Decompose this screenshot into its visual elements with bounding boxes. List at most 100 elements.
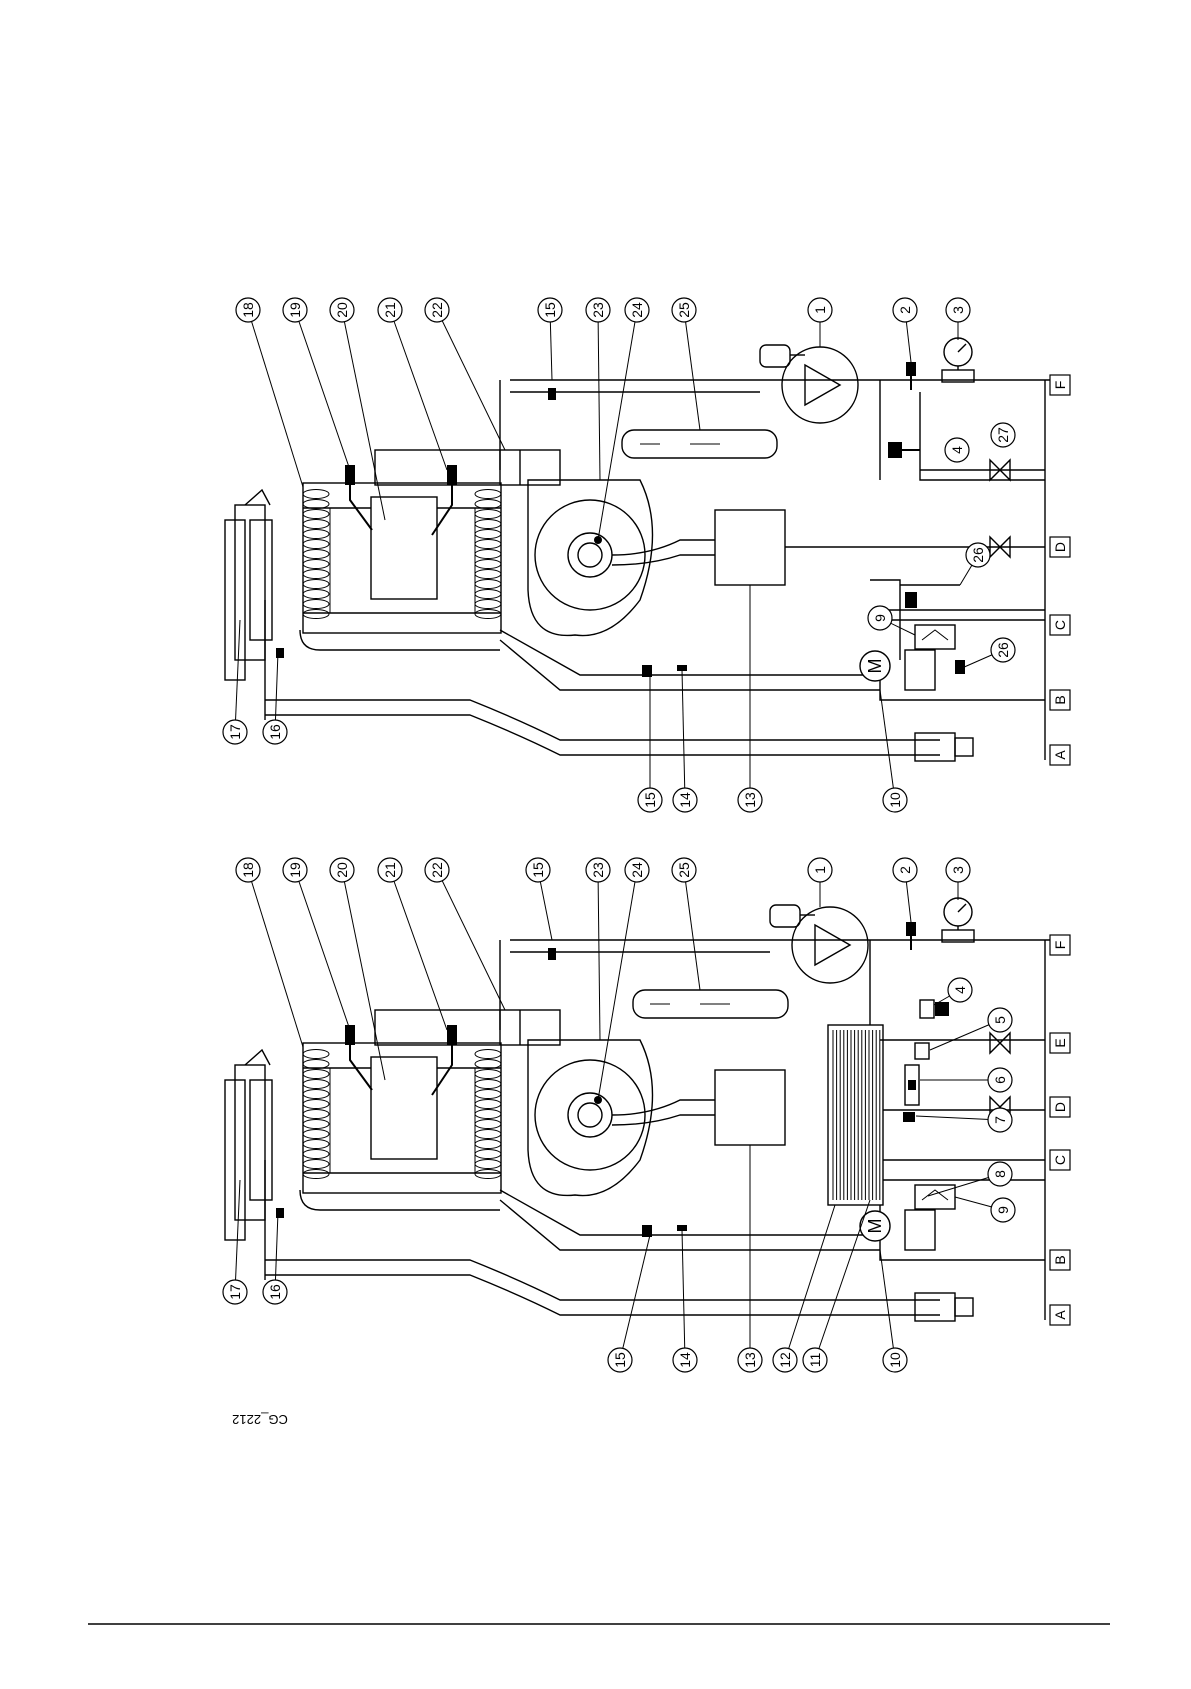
callout-number: 2: [897, 306, 913, 314]
callout-number: 10: [887, 792, 903, 808]
coil-turn: [302, 1059, 330, 1069]
coil-turn: [474, 589, 502, 599]
callout-circle: [377, 857, 403, 883]
callout-leader: [389, 869, 448, 1031]
callout-number: 15: [642, 792, 658, 808]
callout-number: 23: [590, 862, 606, 878]
callout-number: 24: [629, 302, 645, 318]
callout-number: 4: [949, 446, 965, 454]
coil-turn: [474, 579, 502, 589]
callout-circle: [222, 719, 248, 745]
callout-circle: [947, 977, 973, 1003]
callout-circle: [624, 297, 650, 323]
connection-letter: F: [1052, 381, 1068, 390]
callout-number: 19: [287, 302, 303, 318]
connection-letter: F: [1052, 941, 1068, 950]
callout-circle: [377, 297, 403, 323]
callout-number: 3: [950, 306, 966, 314]
motor-label: M: [865, 1219, 885, 1234]
shutoff-valves: [989, 458, 1011, 559]
connection-box: [1049, 689, 1071, 711]
callout-number: 21: [382, 302, 398, 318]
coil-turn: [474, 529, 502, 539]
callout-number: 12: [777, 1352, 793, 1368]
coil-turn: [302, 1139, 330, 1149]
pump: [769, 904, 869, 984]
callout-circle: [262, 719, 288, 745]
coil-turn: [302, 579, 330, 589]
coil-turn: [474, 519, 502, 529]
callout-circle: [585, 297, 611, 323]
callout-circle: [737, 787, 763, 813]
callout-number: 22: [429, 302, 445, 318]
coil-turn: [302, 1169, 330, 1179]
callout-number: 26: [970, 547, 986, 563]
callout-circle: [990, 637, 1016, 663]
callout-leader: [597, 869, 638, 1101]
callout-number: 19: [287, 862, 303, 878]
coil-turn: [474, 499, 502, 509]
connection-box: [1049, 1096, 1071, 1118]
connection-box: [1049, 744, 1071, 766]
coil-bank: [302, 1049, 330, 1179]
callout-number: 25: [676, 302, 692, 318]
callout-number: 20: [334, 302, 350, 318]
coil-turn: [474, 609, 502, 619]
safety-valve: [888, 442, 920, 458]
callout-leader: [436, 309, 506, 451]
callout-circle: [987, 1007, 1013, 1033]
coil-turn: [302, 609, 330, 619]
coil-turn: [474, 1169, 502, 1179]
callout-circle: [235, 297, 261, 323]
coil-turn: [474, 489, 502, 499]
callout-number: 17: [227, 724, 243, 740]
coil-turn: [302, 1049, 330, 1059]
connection-letter: D: [1052, 1102, 1068, 1112]
expansion-vessel: [621, 429, 778, 459]
callout-circle: [424, 857, 450, 883]
drain-sensor: [903, 1112, 915, 1122]
callout-number: 15: [542, 302, 558, 318]
coil-turn: [302, 1099, 330, 1109]
cold-water-filter: [904, 1064, 920, 1106]
connection-box: [1049, 1149, 1071, 1171]
connection-letter: A: [1052, 1310, 1068, 1320]
pipework: [265, 939, 1050, 1322]
coil-bank: [474, 489, 502, 619]
callout-leader: [597, 869, 601, 1041]
connection-letter: A: [1052, 750, 1068, 760]
heat-exchanger: [302, 465, 502, 634]
callout-circle: [965, 542, 991, 568]
fan: [527, 1039, 720, 1197]
callout-circle: [525, 857, 551, 883]
connection-box: [1049, 374, 1071, 396]
callout-number: 10: [887, 1352, 903, 1368]
callout-leader: [247, 869, 304, 1048]
coil-turn: [474, 1059, 502, 1069]
callout-circle: [235, 857, 261, 883]
coil-turn: [302, 559, 330, 569]
callout-circle: [867, 605, 893, 631]
callout-number: 27: [995, 427, 1011, 443]
coil-turn: [474, 1149, 502, 1159]
coil-turn: [302, 599, 330, 609]
callout-circle: [987, 1067, 1013, 1093]
callout-circle: [772, 1347, 798, 1373]
coil-turn: [474, 1079, 502, 1089]
callout-circle: [329, 857, 355, 883]
coil-turn: [474, 1119, 502, 1129]
connection-letter: B: [1052, 695, 1068, 704]
callout-number: 13: [742, 792, 758, 808]
callout-leader: [597, 309, 638, 541]
callout-circle: [882, 787, 908, 813]
coil-turn: [302, 549, 330, 559]
callout-circle: [807, 297, 833, 323]
callout-number: 16: [267, 724, 283, 740]
diverter-motor: [859, 650, 891, 682]
callout-circle: [892, 857, 918, 883]
callout-number: 11: [807, 1353, 823, 1368]
coil-turn: [474, 1049, 502, 1059]
